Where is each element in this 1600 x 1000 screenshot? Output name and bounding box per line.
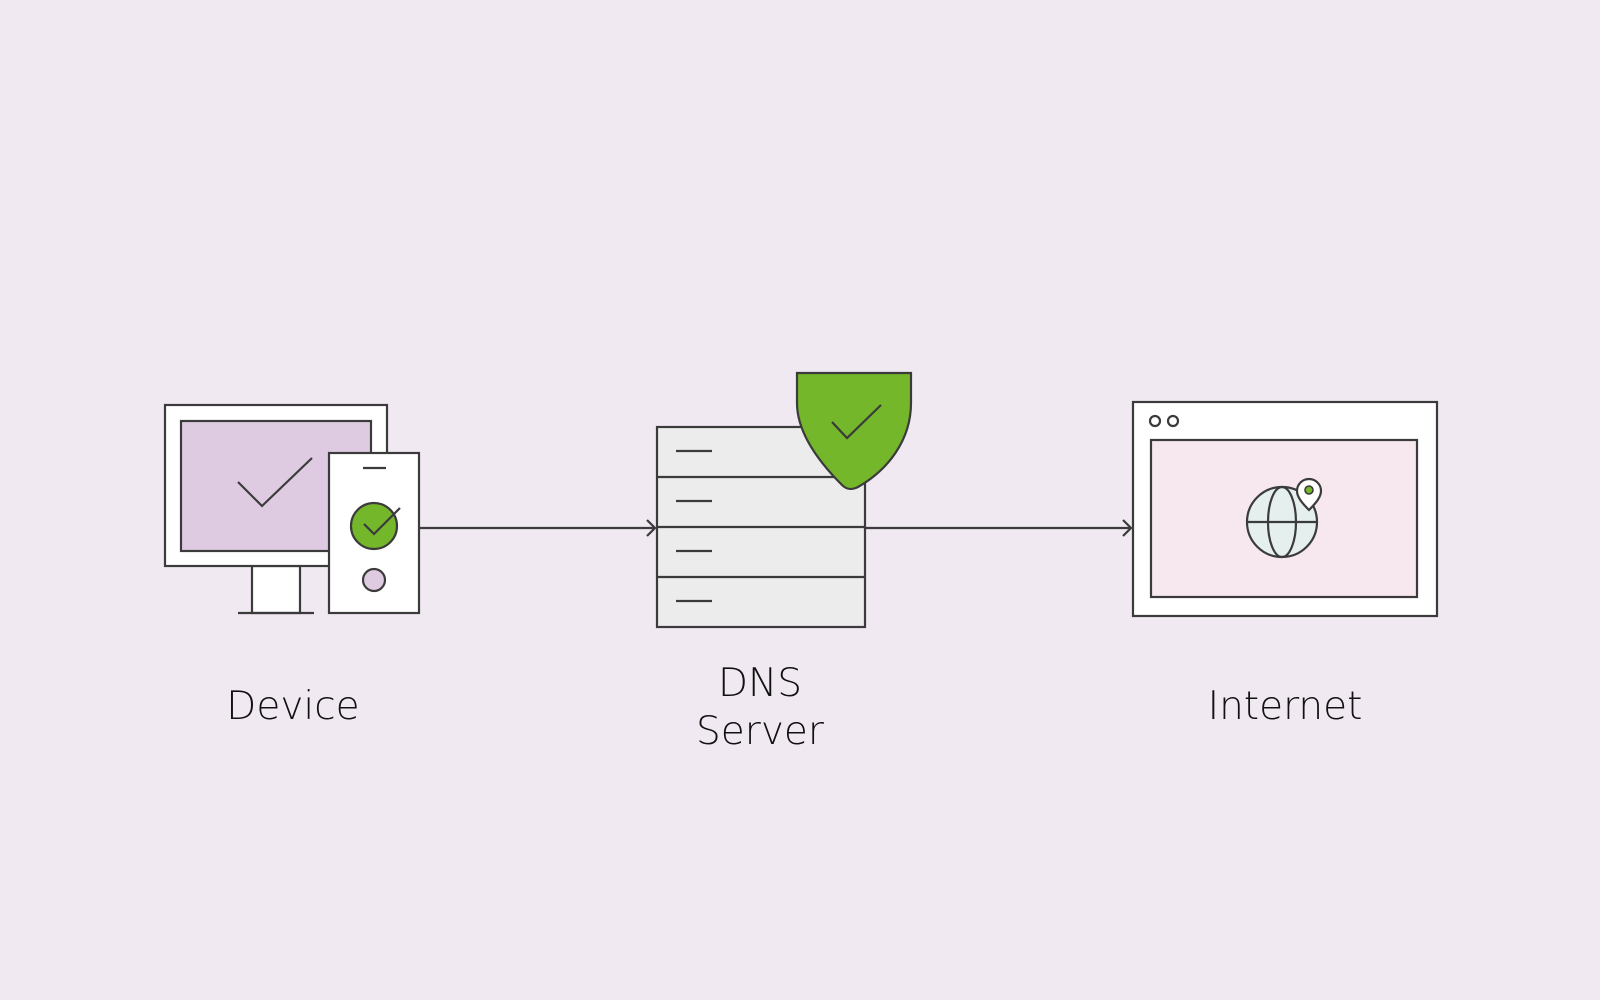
internet-icon bbox=[1131, 400, 1439, 618]
shield-check-icon bbox=[795, 371, 913, 491]
dns-label-line-1: DNS bbox=[718, 661, 802, 706]
dns-server-icon bbox=[655, 371, 913, 629]
device-icon bbox=[163, 403, 421, 615]
node-label-internet: Internet bbox=[1207, 684, 1363, 729]
checkmark-icon bbox=[237, 457, 313, 508]
node-label-dns-server: DNS Server bbox=[650, 660, 870, 756]
location-pin-icon bbox=[1295, 477, 1323, 512]
phone-icon bbox=[327, 451, 421, 615]
home-button-icon bbox=[361, 567, 387, 593]
edge-device-to-dns bbox=[420, 519, 657, 537]
node-label-device: Device bbox=[226, 684, 360, 729]
globe-icon bbox=[1245, 485, 1319, 559]
check-circle-icon bbox=[349, 501, 399, 551]
edge-dns-to-internet bbox=[866, 519, 1133, 537]
dns-label-line-2: Server bbox=[696, 709, 824, 754]
